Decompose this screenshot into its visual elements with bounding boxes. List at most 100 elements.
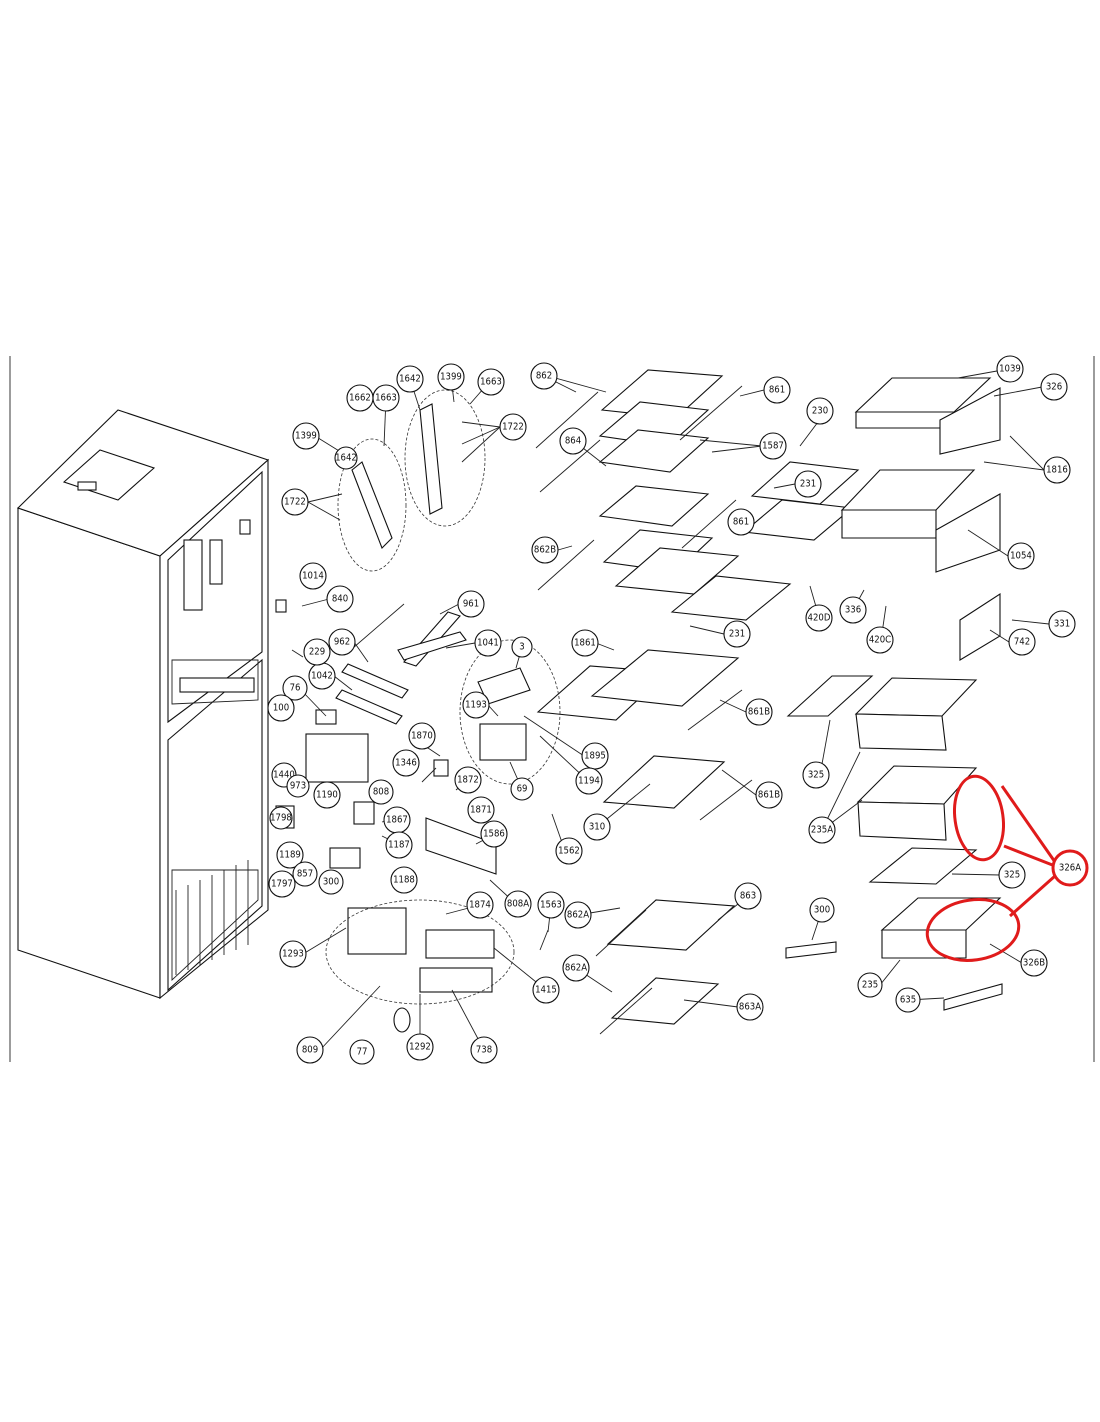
svg-text:1293: 1293	[282, 949, 304, 960]
svg-text:235: 235	[862, 980, 878, 991]
small-parts	[275, 599, 561, 1033]
callout-1399-top: 1399	[437, 363, 465, 391]
callout-229: 229	[303, 638, 331, 666]
callout-1562: 1562	[555, 837, 583, 865]
callout-326B: 326B	[1020, 949, 1048, 977]
svg-text:235A: 235A	[811, 825, 833, 836]
callout-1041: 1041	[474, 629, 502, 657]
svg-text:863: 863	[740, 891, 756, 902]
callout-861-mid: 861	[727, 508, 755, 536]
svg-text:1797: 1797	[271, 879, 293, 890]
svg-text:862B: 862B	[534, 545, 556, 556]
svg-text:1586: 1586	[483, 829, 505, 840]
callout-420C: 420C	[866, 626, 894, 654]
callout-326A: 326A	[1051, 849, 1089, 887]
svg-text:857: 857	[297, 869, 313, 880]
svg-text:1190: 1190	[316, 790, 338, 801]
callout-230: 230	[806, 397, 834, 425]
callout-300-left: 300	[318, 869, 344, 895]
callout-961: 961	[457, 590, 485, 618]
svg-text:69: 69	[517, 784, 528, 795]
callout-840: 840	[326, 585, 354, 613]
svg-text:862A: 862A	[565, 963, 587, 974]
svg-text:1870: 1870	[411, 731, 433, 742]
callout-1797: 1797	[268, 870, 296, 898]
svg-text:861: 861	[733, 517, 749, 528]
callout-973: 973	[286, 774, 310, 798]
callout-962: 962	[328, 628, 356, 656]
callout-863: 863	[734, 882, 762, 910]
callout-1867: 1867	[383, 806, 411, 834]
svg-text:1194: 1194	[578, 776, 600, 787]
svg-text:231: 231	[800, 479, 816, 490]
svg-text:1722: 1722	[284, 497, 306, 508]
svg-text:1798: 1798	[270, 813, 292, 824]
svg-text:1861: 1861	[574, 638, 596, 649]
svg-text:331: 331	[1054, 619, 1070, 630]
svg-text:1587: 1587	[762, 441, 784, 452]
svg-text:1895: 1895	[584, 751, 606, 762]
callout-1722-left: 1722	[281, 488, 309, 516]
svg-text:863A: 863A	[739, 1002, 761, 1013]
svg-text:1562: 1562	[558, 846, 580, 857]
svg-text:808A: 808A	[507, 899, 529, 910]
svg-text:862A: 862A	[567, 910, 589, 921]
callout-1861: 1861	[571, 629, 599, 657]
callout-420D: 420D	[805, 604, 833, 632]
highlight-connector	[1000, 785, 1057, 863]
svg-text:1054: 1054	[1010, 551, 1032, 562]
callout-1871: 1871	[467, 796, 495, 824]
callout-labels: 1039 326 1816 1054 331 742 862 861 864 1…	[267, 355, 1089, 1065]
svg-text:1816: 1816	[1046, 465, 1068, 476]
svg-text:1346: 1346	[395, 758, 417, 769]
callout-1642-left: 1642	[334, 446, 358, 470]
callout-1189: 1189	[276, 841, 304, 869]
fridge-compartment	[167, 470, 263, 724]
svg-text:1874: 1874	[469, 900, 491, 911]
highlight-ellipse-upper	[953, 774, 1005, 862]
svg-text:76: 76	[290, 683, 301, 694]
callout-862A-top: 862A	[564, 901, 592, 929]
svg-text:229: 229	[309, 647, 325, 658]
svg-text:231: 231	[729, 629, 745, 640]
svg-text:1188: 1188	[393, 875, 415, 886]
svg-text:808: 808	[373, 787, 389, 798]
callout-809: 809	[296, 1036, 324, 1064]
svg-text:300: 300	[323, 877, 339, 888]
callout-1042: 1042	[308, 662, 336, 690]
highlight-connector	[1003, 844, 1056, 868]
svg-text:326A: 326A	[1059, 863, 1081, 874]
callout-1293: 1293	[279, 940, 307, 968]
svg-text:1187: 1187	[388, 840, 410, 851]
callout-1722-right: 1722	[499, 413, 527, 441]
svg-text:861: 861	[769, 385, 785, 396]
drawers	[785, 377, 1003, 1011]
svg-text:1042: 1042	[311, 671, 333, 682]
callout-325-upper: 325	[802, 761, 830, 789]
svg-text:840: 840	[332, 594, 348, 605]
svg-text:962: 962	[334, 637, 350, 648]
svg-text:1642: 1642	[335, 453, 357, 464]
svg-text:1642: 1642	[399, 374, 421, 385]
callout-1895: 1895	[581, 742, 609, 770]
callout-325-lower: 325	[998, 861, 1026, 889]
svg-text:3: 3	[519, 642, 524, 653]
callout-326: 326	[1040, 373, 1068, 401]
svg-text:420D: 420D	[808, 613, 831, 624]
svg-text:1014: 1014	[302, 571, 324, 582]
callout-300-right: 300	[809, 897, 835, 923]
svg-text:1722: 1722	[502, 422, 524, 433]
callout-1587: 1587	[759, 432, 787, 460]
svg-text:230: 230	[812, 406, 828, 417]
svg-text:420C: 420C	[869, 635, 891, 646]
svg-text:1193: 1193	[465, 700, 487, 711]
callout-862B: 862B	[531, 536, 559, 564]
svg-text:1041: 1041	[477, 638, 499, 649]
callout-1292: 1292	[406, 1033, 434, 1061]
callout-1415: 1415	[532, 976, 560, 1004]
svg-text:77: 77	[357, 1047, 368, 1058]
door-strips	[337, 389, 486, 572]
callout-862A-bottom: 862A	[562, 954, 590, 982]
callout-863A: 863A	[736, 993, 764, 1021]
